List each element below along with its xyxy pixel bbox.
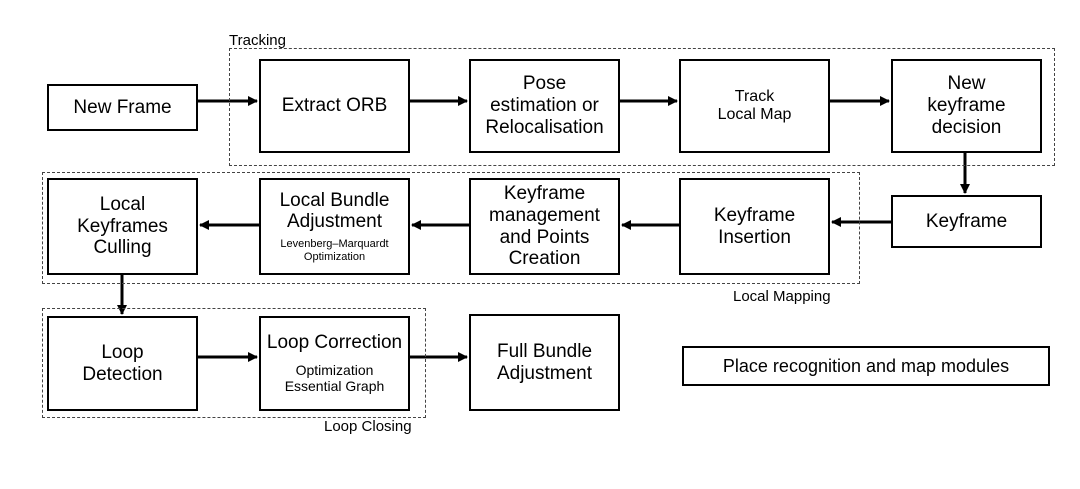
local-bundle-adjustment-node: Local Bundle Adjustment Levenberg–Marqua… xyxy=(259,178,410,275)
tracking-group-label: Tracking xyxy=(229,32,286,49)
local-bundle-adjustment-sub-line-2: Optimization xyxy=(303,250,366,263)
new-keyframe-decision-node: New keyframe decision xyxy=(891,59,1042,153)
legend-box: Place recognition and map modules xyxy=(682,346,1050,386)
loop-detection-line-1: Loop xyxy=(101,341,144,363)
local-keyframes-culling-line-3: Culling xyxy=(93,237,152,259)
keyframe-management-line-4: Creation xyxy=(508,248,581,270)
local-mapping-group-label: Local Mapping xyxy=(733,288,831,305)
loop-closing-group xyxy=(42,308,426,418)
keyframe-management-line-3: and Points xyxy=(499,226,590,248)
local-bundle-adjustment-line-1: Local Bundle xyxy=(279,189,390,211)
keyframe-label: Keyframe xyxy=(925,210,1008,232)
loop-detection-line-2: Detection xyxy=(82,363,163,385)
pose-estimation-line-3: Relocalisation xyxy=(485,116,604,138)
tracking-group xyxy=(229,48,1055,166)
keyframe-node: Keyframe xyxy=(891,195,1042,248)
track-local-map-line-2: Local Map xyxy=(717,106,792,123)
new-keyframe-decision-line-3: decision xyxy=(931,116,1002,138)
keyframe-management-node: Keyframe management and Points Creation xyxy=(469,178,620,275)
pose-estimation-node: Pose estimation or Relocalisation xyxy=(469,59,620,153)
full-bundle-adjustment-node: Full Bundle Adjustment xyxy=(469,314,620,411)
local-keyframes-culling-line-1: Local xyxy=(99,193,146,215)
keyframe-management-line-2: management xyxy=(489,204,600,226)
keyframe-insertion-line-1: Keyframe xyxy=(713,204,796,226)
full-bundle-adjustment-line-1: Full Bundle xyxy=(496,340,593,362)
keyframe-management-line-1: Keyframe xyxy=(503,182,586,204)
local-bundle-adjustment-line-2: Adjustment xyxy=(286,211,383,233)
legend-label: Place recognition and map modules xyxy=(722,355,1010,376)
new-keyframe-decision-line-2: keyframe xyxy=(927,95,1006,117)
local-bundle-adjustment-sub: Levenberg–Marquardt Optimization xyxy=(280,238,388,263)
track-local-map-line-1: Track xyxy=(734,87,775,105)
pose-estimation-line-1: Pose xyxy=(522,73,567,95)
extract-orb-label: Extract ORB xyxy=(281,95,388,117)
local-bundle-adjustment-sub-line-1: Levenberg–Marquardt xyxy=(280,238,389,251)
keyframe-insertion-node: Keyframe Insertion xyxy=(679,178,830,275)
new-keyframe-decision-line-1: New xyxy=(947,73,986,95)
keyframe-insertion-line-2: Insertion xyxy=(718,226,791,248)
loop-correction-sub-line-2: Essential Graph xyxy=(284,378,385,395)
track-local-map-node: Track Local Map xyxy=(679,59,830,153)
loop-closing-group-label: Loop Closing xyxy=(324,418,412,435)
loop-correction-sub-line-1: Optimization xyxy=(295,362,374,379)
loop-correction-title: Loop Correction xyxy=(266,332,403,354)
new-frame-node: New Frame xyxy=(47,84,198,131)
pose-estimation-line-2: estimation or xyxy=(490,95,599,117)
extract-orb-node: Extract ORB xyxy=(259,59,410,153)
local-keyframes-culling-line-2: Keyframes xyxy=(77,215,168,237)
full-bundle-adjustment-line-2: Adjustment xyxy=(496,362,593,384)
local-mapping-group xyxy=(42,172,860,284)
local-keyframes-culling-node: Local Keyframes Culling xyxy=(47,178,198,275)
loop-correction-sub: Optimization Essential Graph xyxy=(285,362,385,394)
loop-detection-node: Loop Detection xyxy=(47,316,198,411)
loop-correction-node: Loop Correction Optimization Essential G… xyxy=(259,316,410,411)
new-frame-label: New Frame xyxy=(73,96,172,118)
